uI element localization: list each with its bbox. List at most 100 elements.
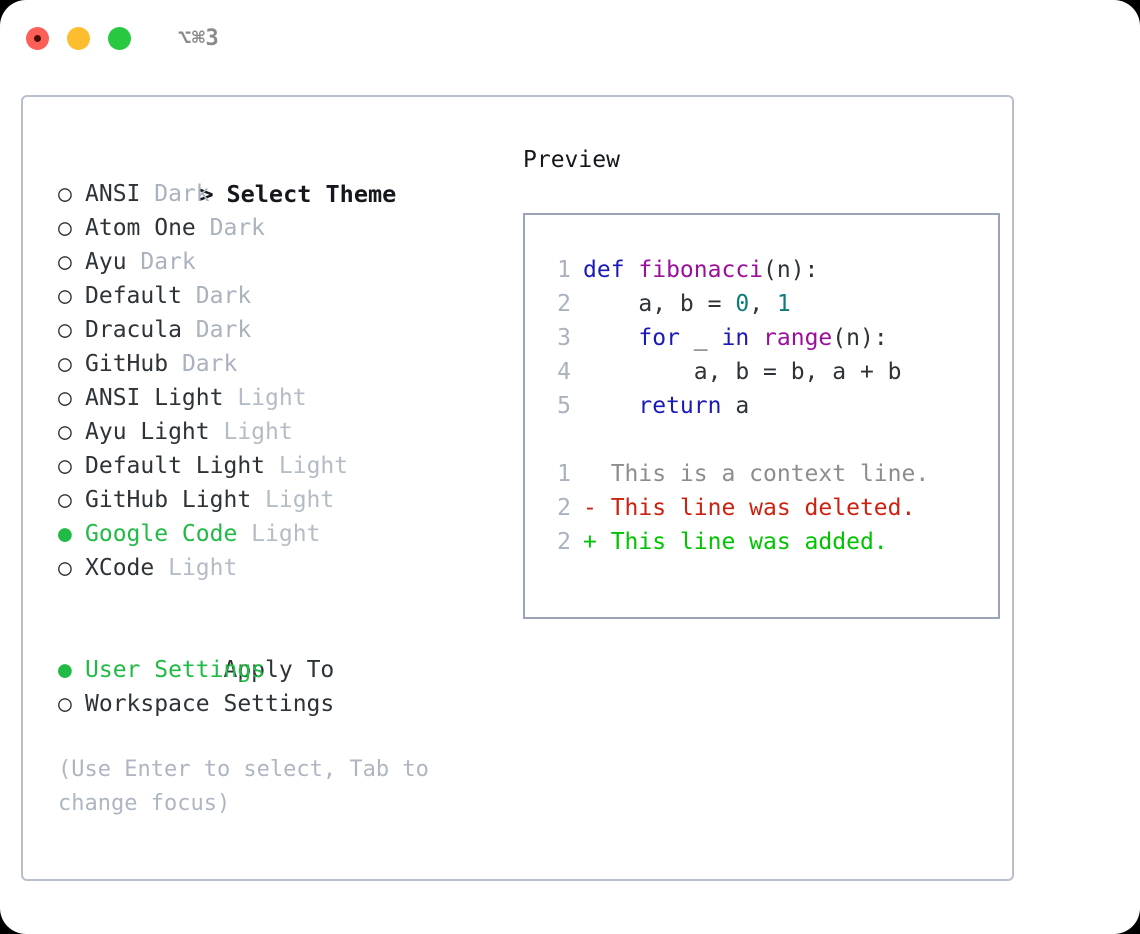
theme-list-item[interactable]: ○ Default Light Light: [58, 449, 502, 483]
code-token: (n):: [832, 325, 888, 351]
radio-unselected-icon: ○: [58, 555, 86, 581]
theme-name: Default: [85, 283, 196, 309]
code-token: [749, 325, 763, 351]
code-token: return: [638, 393, 722, 419]
line-number: 3: [557, 325, 571, 351]
theme-variant-badge: Light: [278, 453, 349, 479]
theme-name: GitHub Light: [85, 487, 266, 513]
theme-name: Dracula: [85, 317, 196, 343]
title-bar: ⌥⌘3: [0, 0, 1140, 76]
theme-variant-badge: Dark: [154, 181, 210, 207]
theme-list-item[interactable]: ○ GitHub Dark: [58, 347, 502, 381]
theme-variant-badge: Dark: [195, 317, 252, 343]
code-token: a, b =: [583, 291, 736, 317]
line-number: 2: [557, 291, 571, 317]
theme-variant-badge: Light: [237, 385, 307, 411]
theme-variant-badge: Dark: [140, 249, 196, 275]
apply-to-options: ● User Settings○ Workspace Settings: [58, 653, 502, 721]
radio-unselected-icon: ○: [58, 317, 86, 343]
code-token: fibonacci: [638, 257, 764, 283]
line-number: 5: [557, 393, 571, 419]
list-spacer: [58, 585, 502, 619]
radio-unselected-icon: ○: [58, 351, 86, 377]
radio-unselected-icon: ○: [58, 419, 86, 445]
theme-list: ○ ANSI Dark○ Atom One Dark○ Ayu Dark○ De…: [58, 177, 502, 585]
theme-name: Atom One: [85, 215, 210, 241]
keyboard-hint: (Use Enter to select, Tab to change focu…: [58, 757, 429, 816]
diff-line-text: This is a context line.: [583, 461, 930, 487]
code-token: 1: [776, 291, 791, 317]
line-number: 2: [557, 529, 571, 555]
radio-selected-icon: ●: [58, 657, 86, 683]
maximize-button[interactable]: [108, 26, 131, 50]
code-diff-separator: [541, 423, 998, 457]
radio-unselected-icon: ○: [58, 453, 86, 479]
prompt-arrow-icon: >: [199, 180, 214, 208]
theme-variant-badge: Dark: [209, 215, 266, 241]
theme-list-item[interactable]: ○ Dracula Dark: [58, 313, 502, 347]
theme-picker-heading-label: Select Theme: [226, 180, 397, 208]
apply-to-heading-label: Apply To: [223, 657, 335, 683]
minimize-button[interactable]: [67, 26, 90, 50]
main-panel: >Select Theme ○ ANSI Dark○ Atom One Dark…: [21, 95, 1014, 881]
theme-variant-badge: Light: [168, 555, 238, 581]
theme-list-item[interactable]: ○ Default Dark: [58, 279, 502, 313]
diff-line-text: - This line was deleted.: [583, 495, 916, 521]
theme-list-item[interactable]: ● Google Code Light: [58, 517, 502, 551]
theme-list-item[interactable]: ○ Atom One Dark: [58, 211, 502, 245]
apply-to-option-label: Workspace Settings: [85, 691, 335, 717]
code-token: def: [583, 257, 639, 283]
theme-list-item[interactable]: ○ XCode Light: [58, 551, 502, 585]
diff-sample: 1 This is a context line.2- This line wa…: [541, 457, 998, 559]
radio-unselected-icon: ○: [58, 691, 86, 717]
radio-unselected-icon: ○: [58, 385, 86, 411]
apply-to-option-label: User Settings: [85, 657, 266, 683]
code-token: [583, 393, 638, 419]
theme-name: Default Light: [85, 453, 279, 479]
code-token: a, b = b, a + b: [583, 359, 902, 385]
line-number: 4: [557, 359, 571, 385]
theme-list-item[interactable]: ○ Ayu Dark: [58, 245, 502, 279]
theme-list-item[interactable]: ○ GitHub Light Light: [58, 483, 502, 517]
apply-to-option[interactable]: ○ Workspace Settings: [58, 687, 502, 721]
code-token: [583, 325, 638, 351]
code-token: range: [763, 325, 833, 351]
theme-name: Ayu: [85, 249, 141, 275]
radio-unselected-icon: ○: [58, 249, 86, 275]
preview-label: Preview: [523, 147, 620, 173]
theme-name: ANSI Light: [85, 385, 238, 411]
close-button[interactable]: [26, 26, 49, 50]
theme-name: ANSI: [85, 181, 155, 207]
theme-name: Ayu Light: [85, 419, 224, 445]
diff-line: 1 This is a context line.: [541, 457, 998, 491]
theme-picker-heading: > Select Theme: [58, 143, 502, 208]
window-title: ⌥⌘3: [178, 25, 220, 51]
diff-line: 2+ This line was added.: [541, 525, 998, 559]
window-controls: [26, 26, 131, 50]
theme-list-item[interactable]: ○ Ayu Light Light: [58, 415, 502, 449]
theme-list-item[interactable]: ○ ANSI Light Light: [58, 381, 502, 415]
theme-variant-badge: Dark: [181, 351, 238, 377]
theme-name: GitHub: [85, 351, 182, 377]
diff-line: 2- This line was deleted.: [541, 491, 998, 525]
theme-list-item[interactable]: ○ ANSI Dark: [58, 177, 502, 211]
code-token: ,: [749, 291, 777, 317]
code-token: for: [638, 325, 680, 351]
code-line: 5 return a: [541, 389, 998, 423]
code-token: 0: [735, 291, 750, 317]
radio-unselected-icon: ○: [58, 487, 86, 513]
apply-to-option[interactable]: ● User Settings: [58, 653, 502, 687]
theme-name: XCode: [85, 555, 169, 581]
theme-name: Google Code: [85, 521, 252, 547]
code-token: a: [721, 393, 750, 419]
radio-unselected-icon: ○: [58, 181, 86, 207]
theme-variant-badge: Light: [265, 487, 335, 513]
code-line: 3 for _ in range(n):: [541, 321, 998, 355]
theme-variant-badge: Dark: [195, 283, 252, 309]
line-number: 1: [557, 461, 571, 487]
apply-to-heading: Apply To: [58, 619, 502, 683]
